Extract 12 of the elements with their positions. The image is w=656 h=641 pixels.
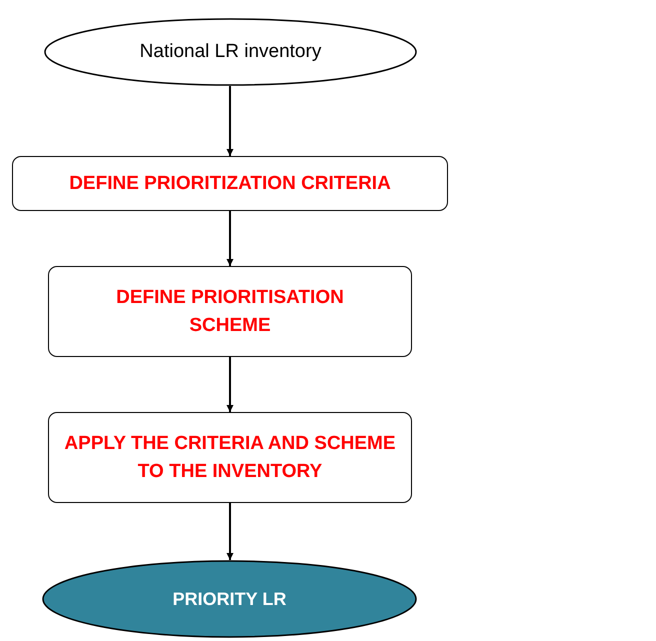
arrow xyxy=(226,211,234,266)
node-label: DEFINE PRIORITISATION SCHEME xyxy=(115,286,345,338)
arrow xyxy=(226,357,234,412)
node-label: National LR inventory xyxy=(140,40,322,64)
arrow xyxy=(226,503,234,560)
node-label: APPLY THE CRITERIA AND SCHEME TO THE INVENTORY xyxy=(63,432,397,484)
process-box xyxy=(48,266,412,357)
node-label: DEFINE PRIORITIZATION CRITERIA xyxy=(69,172,391,196)
process-box xyxy=(48,412,412,503)
arrow xyxy=(226,86,234,156)
node-label: PRIORITY LR xyxy=(172,588,286,611)
process-box xyxy=(12,156,448,211)
